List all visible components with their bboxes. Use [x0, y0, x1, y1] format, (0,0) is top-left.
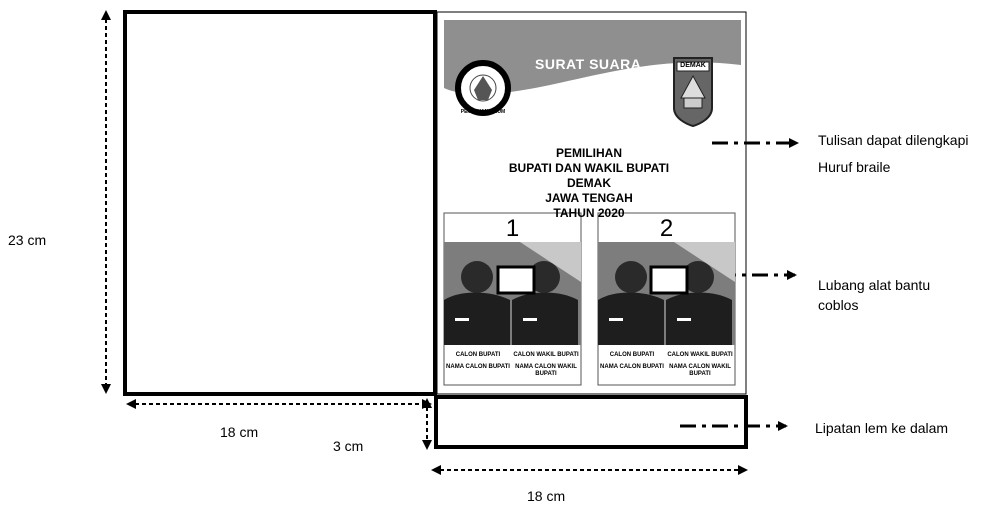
candidate-2-name-right: NAMA CALON WAKIL BUPATI — [669, 364, 731, 377]
demak-emblem — [673, 57, 713, 128]
kpu-emblem-top-text: KOMISI — [472, 62, 494, 68]
braille-note-line-1: Tulisan dapat dilengkapi — [818, 132, 969, 148]
candidate-card-2 — [597, 212, 736, 386]
title-line-1: PEMILIHAN — [556, 146, 622, 160]
title-line-2: BUPATI DAN WAKIL BUPATI — [508, 161, 670, 175]
width-dimension-label-left: 18 cm — [220, 424, 259, 440]
braille-note-line-2: Huruf braile — [818, 159, 891, 175]
title-line-5: TAHUN 2020 — [553, 206, 625, 220]
candidate-2-role-left: CALON BUPATI — [609, 352, 655, 358]
demak-emblem-text: DEMAK — [680, 62, 706, 69]
candidate-1-name-right: NAMA CALON WAKIL BUPATI — [515, 364, 577, 377]
kpu-emblem — [455, 60, 511, 116]
title-line-4: JAWA TENGAH — [545, 191, 633, 205]
hole-note-line-2: coblos — [818, 297, 859, 313]
candidate-1-number: 1 — [505, 215, 520, 242]
hole-note-line-1: Lubang alat bantu — [818, 277, 931, 293]
ballot-header-band — [444, 20, 741, 94]
candidate-1-role-left: CALON BUPATI — [455, 352, 501, 358]
width-dimension-label-bottom: 18 cm — [527, 488, 566, 504]
ballot-title: PEMILIHAN BUPATI DAN WAKIL BUPATI DEMAK … — [444, 146, 734, 221]
left-blank-panel — [123, 10, 437, 396]
height-dimension-label: 23 cm — [8, 232, 47, 248]
fold-dimension-label: 3 cm — [333, 438, 364, 454]
kpu-emblem-bottom-text: PEMILIHAN UMUM — [460, 109, 506, 115]
candidate-2-role-right: CALON WAKIL BUPATI — [667, 352, 733, 358]
candidate-card-1 — [443, 212, 582, 386]
candidate-2-name-left: NAMA CALON BUPATI — [600, 364, 664, 370]
candidate-1-name-left: NAMA CALON BUPATI — [446, 364, 510, 370]
glue-fold-panel — [434, 395, 748, 449]
fold-note: Lipatan lem ke dalam — [815, 420, 949, 436]
ballot-header-text: SURAT SUARA — [535, 56, 642, 72]
title-line-3: DEMAK — [567, 176, 611, 190]
candidate-2-number: 2 — [659, 215, 674, 242]
candidate-1-role-right: CALON WAKIL BUPATI — [513, 352, 579, 358]
